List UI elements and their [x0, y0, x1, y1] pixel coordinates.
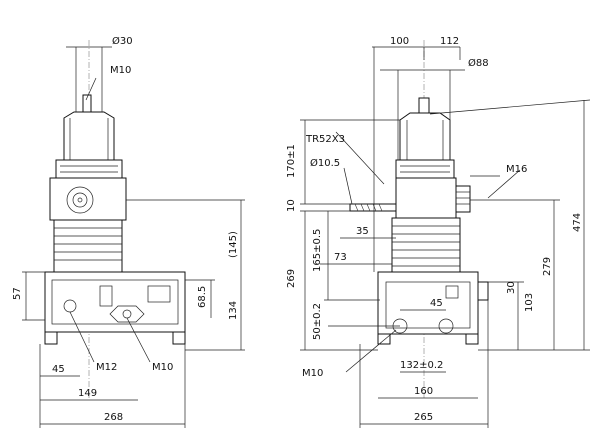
dim-d279: 279 — [542, 257, 553, 276]
dim-d112: 112 — [440, 36, 459, 47]
dim-d10-5: Ø10.5 — [310, 157, 340, 169]
dim-d50: 50±0.2 — [312, 303, 323, 340]
dim-d160: 160 — [414, 386, 433, 397]
dim-d269: 269 — [286, 269, 297, 288]
dim-m10-bottom: M10 — [152, 362, 173, 373]
dim-d268: 268 — [104, 412, 123, 423]
right-view: 100 112 Ø88 TR52X3 170±1 Ø10.5 M16 10 35… — [286, 36, 591, 428]
dim-d68-5: 68.5 — [197, 286, 208, 308]
dim-d149: 149 — [78, 388, 97, 399]
dim-d35: 35 — [356, 226, 369, 237]
dim-d265: 265 — [414, 412, 433, 423]
dim-d474: 474 — [572, 213, 583, 232]
dim-d10: 10 — [286, 199, 297, 212]
dim-d30: Ø30 — [112, 35, 133, 47]
dim-d88: Ø88 — [468, 57, 489, 69]
dim-tr52: TR52X3 — [305, 134, 345, 145]
dim-d45-right: 45 — [430, 298, 443, 309]
dim-d73: 73 — [334, 252, 347, 263]
dim-m10-top: M10 — [110, 65, 131, 76]
dim-d132: 132±0.2 — [400, 360, 443, 371]
dim-d165: 165±0.5 — [312, 229, 323, 272]
dim-d170: 170±1 — [286, 144, 297, 178]
dim-d134: 134 — [228, 301, 239, 320]
dim-m10: M10 — [302, 368, 323, 379]
dim-d45-left: 45 — [52, 364, 65, 375]
dim-m16: M16 — [506, 164, 527, 175]
dim-m12: M12 — [96, 362, 117, 373]
dim-d100: 100 — [390, 36, 409, 47]
dim-d103: 103 — [524, 293, 535, 312]
dim-d30: 30 — [506, 281, 517, 294]
left-view: Ø30 M10 (145) 57 68.5 134 M12 M10 45 149… — [12, 35, 245, 428]
dim-d57: 57 — [12, 287, 23, 300]
dim-d145: (145) — [228, 231, 239, 258]
